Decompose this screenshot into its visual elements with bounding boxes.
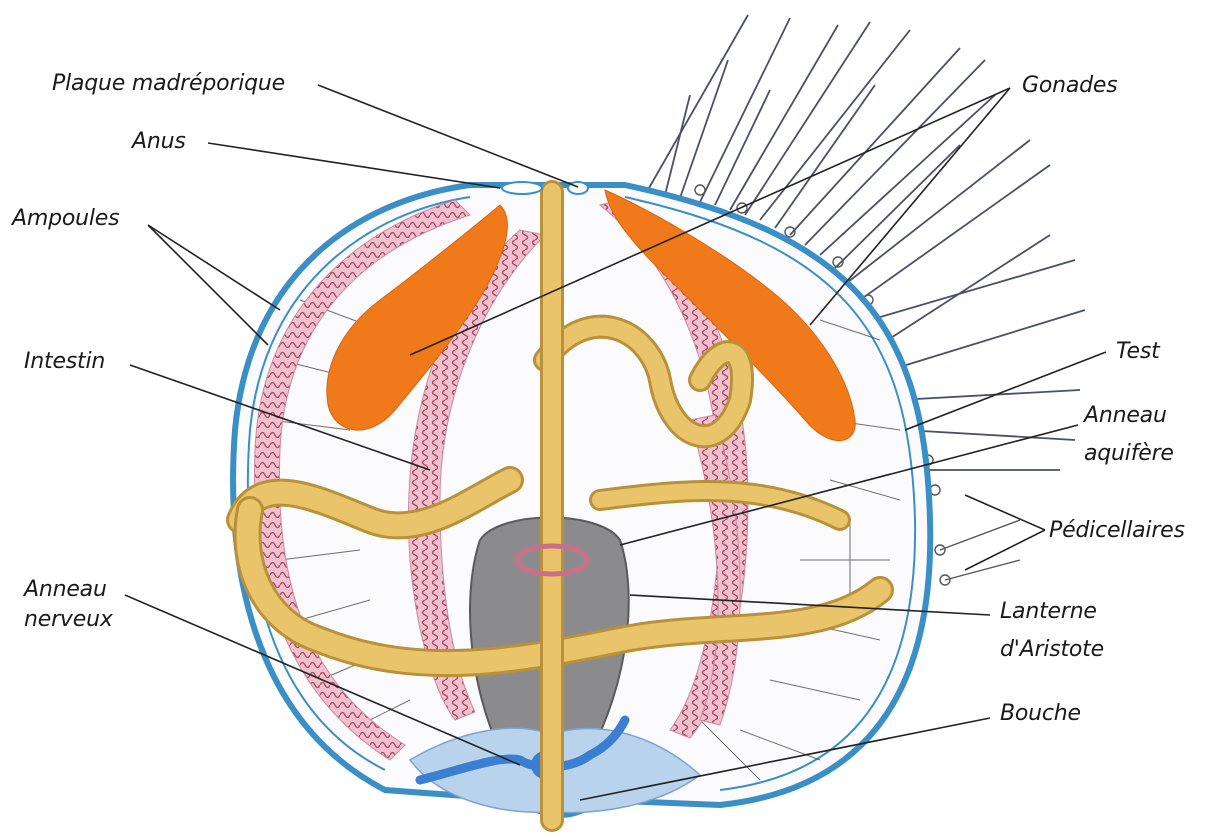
label-lanterne-line1: Lanterne bbox=[1000, 598, 1097, 626]
label-anneau-nerveux-line1: Anneau bbox=[24, 576, 107, 604]
label-plaque-madreporique: Plaque madréporique bbox=[52, 70, 285, 98]
label-anneau-nerveux-line2: nerveux bbox=[24, 606, 113, 634]
label-test: Test bbox=[1116, 338, 1160, 366]
label-bouche: Bouche bbox=[1000, 700, 1081, 728]
label-anneau-aquifere-line2: aquifère bbox=[1084, 440, 1174, 468]
label-gonades: Gonades bbox=[1022, 72, 1118, 100]
label-pedicellaires: Pédicellaires bbox=[1049, 517, 1185, 545]
label-anneau-aquifere-line1: Anneau bbox=[1084, 402, 1167, 430]
label-intestin: Intestin bbox=[24, 348, 105, 376]
label-ampoules: Ampoules bbox=[12, 205, 119, 233]
label-anus: Anus bbox=[132, 128, 186, 156]
label-lanterne-line2: d'Aristote bbox=[1000, 636, 1104, 664]
